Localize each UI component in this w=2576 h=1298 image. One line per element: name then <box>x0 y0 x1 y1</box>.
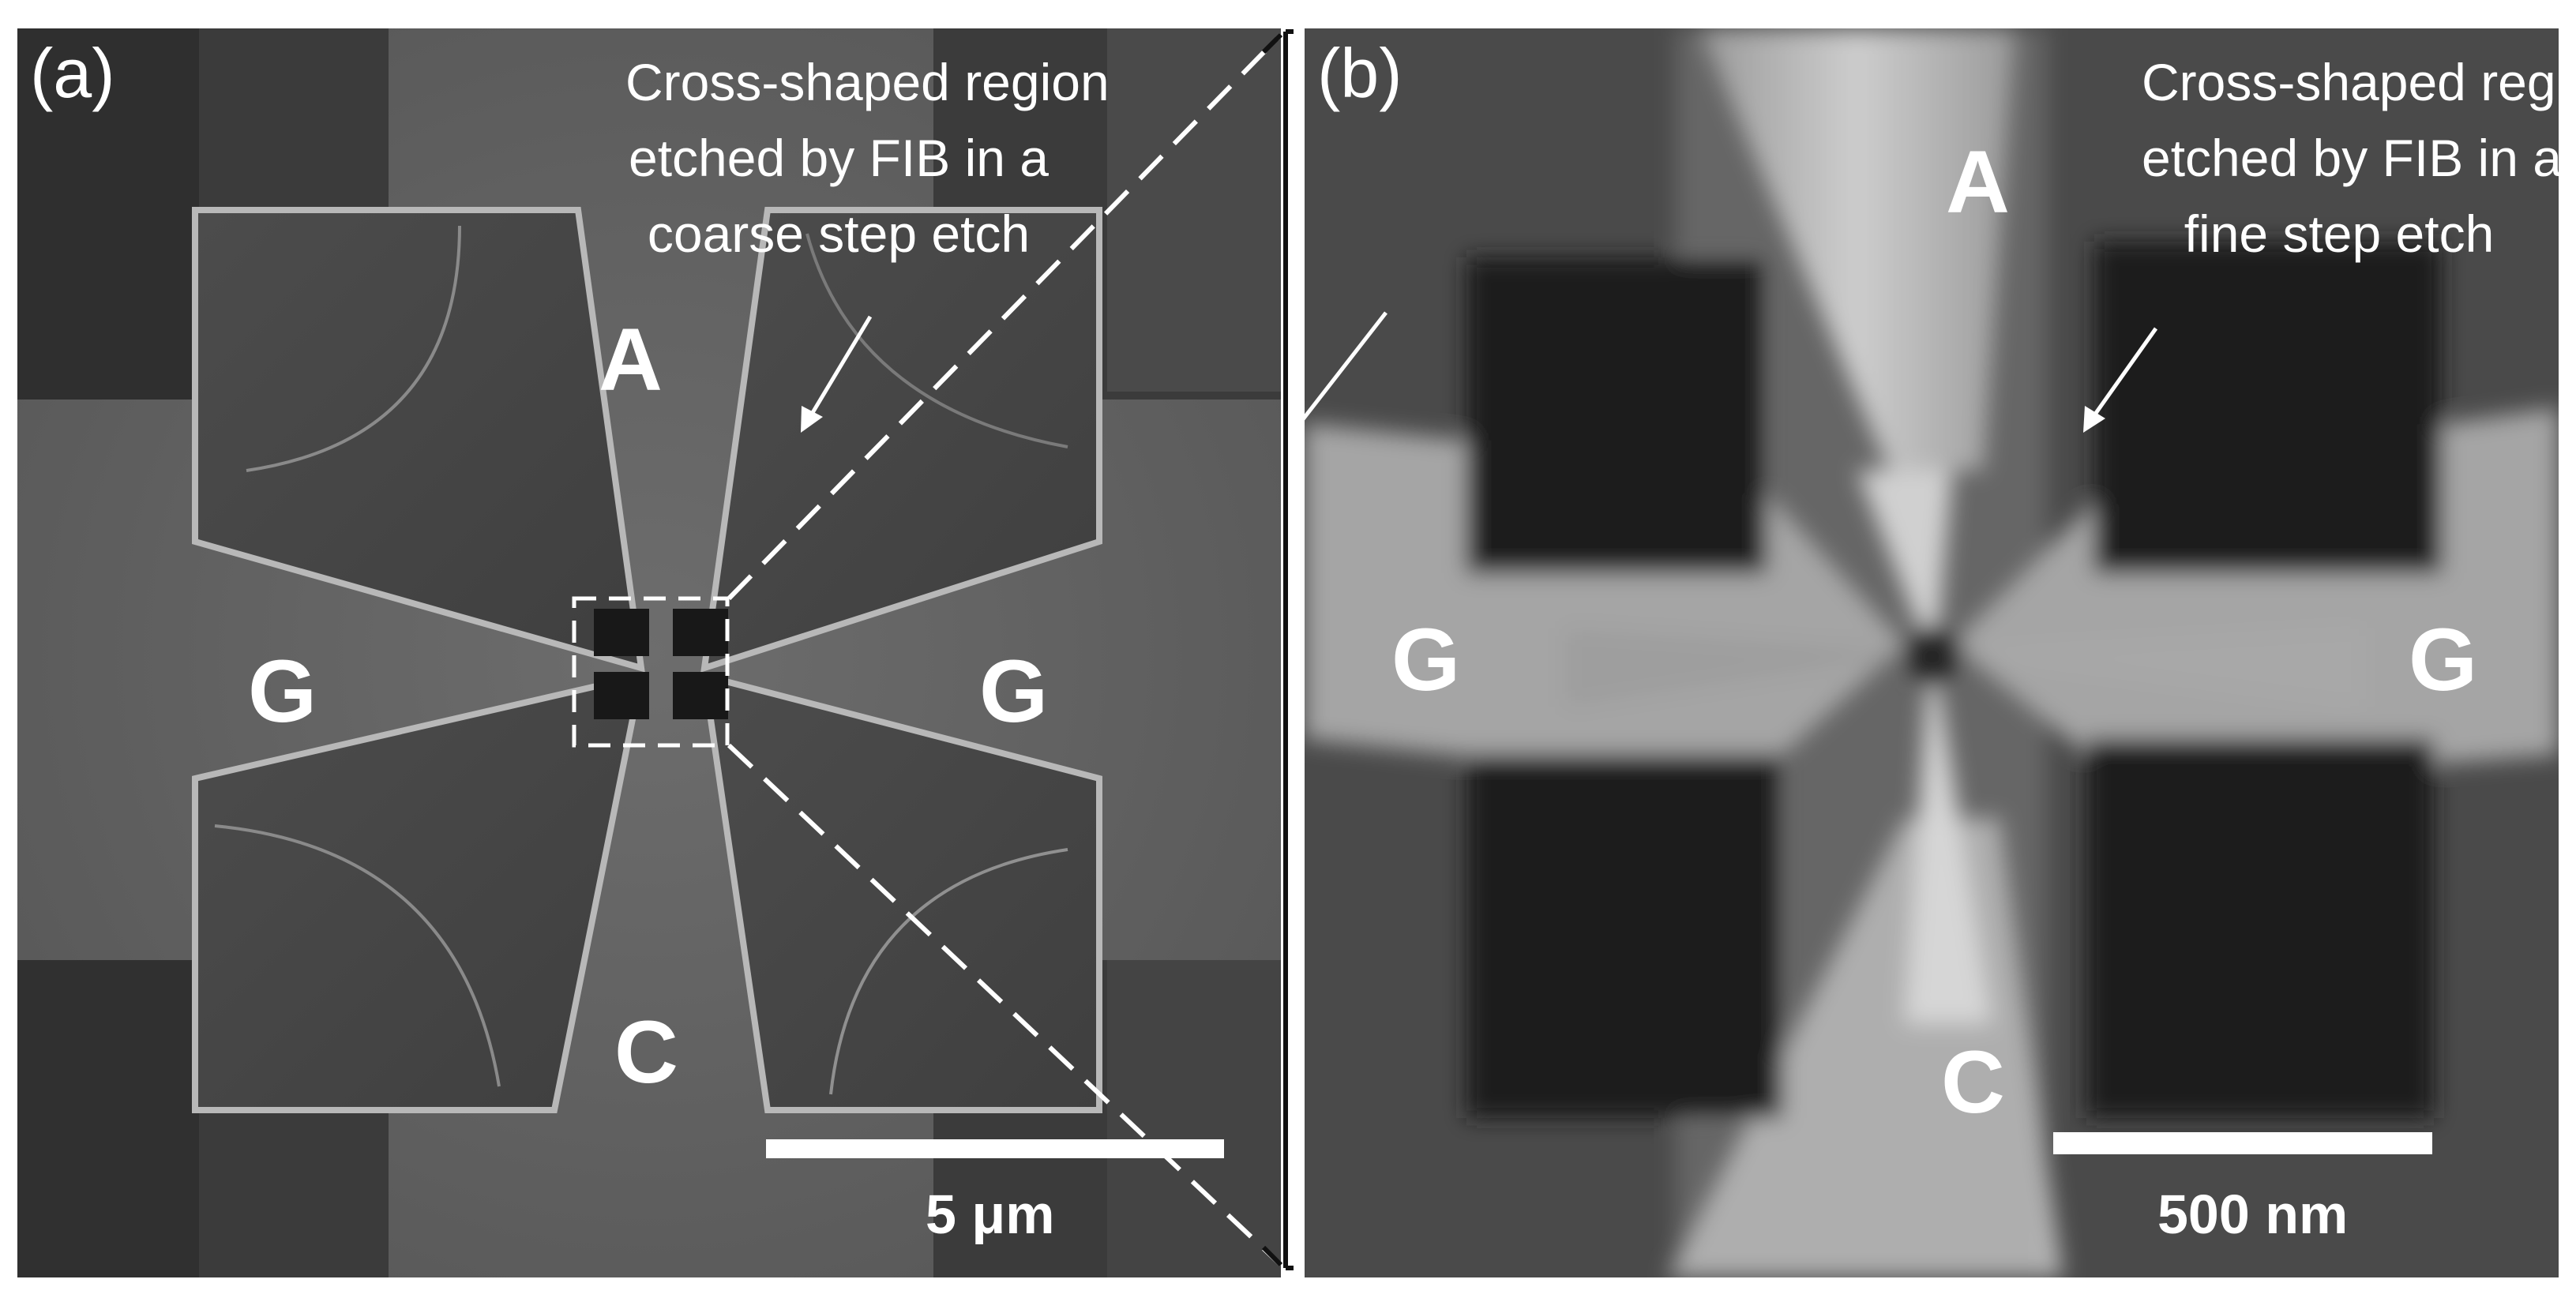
annotation-line-1: Cross-shaped region <box>625 53 1110 111</box>
electrode-label-right: G <box>979 642 1049 741</box>
scale-bar-b <box>2053 1132 2432 1154</box>
panel-label-a: (a) <box>30 34 115 112</box>
electrode-label-top: A <box>599 310 663 409</box>
panel-label-b: (b) <box>1317 34 1403 112</box>
scale-bar-label-a: 5 μm <box>926 1184 1055 1245</box>
annotation-fine-etch: Cross-shaped region etched by FIB in a f… <box>2142 44 2559 272</box>
electrode-label-top: A <box>1946 133 2010 231</box>
annotation-line-3: fine step etch <box>2184 204 2495 263</box>
annotation-line-2: etched by FIB in a <box>2142 129 2559 187</box>
electrode-label-left: G <box>248 642 317 741</box>
electrode-label-left: G <box>1391 610 1461 709</box>
scale-bar-label-b: 500 nm <box>2157 1184 2349 1245</box>
electrode-label-bottom: C <box>614 1003 678 1101</box>
sem-image-coarse <box>17 28 1281 1277</box>
sem-panel-a: (a) A G G C Cross-shaped region etched b… <box>17 28 1281 1277</box>
electrode-label-right: G <box>2409 610 2478 709</box>
annotation-line-1: Cross-shaped region <box>2142 53 2559 111</box>
sem-panel-b: (b) A G G C Cross-shaped region etched b… <box>1305 28 2559 1277</box>
annotation-arrow <box>809 315 873 417</box>
annotation-line-3: coarse step etch <box>647 204 1031 263</box>
annotation-coarse-etch: Cross-shaped region etched by FIB in a c… <box>625 44 1110 272</box>
zoom-region-box <box>572 596 730 748</box>
electrode-label-bottom: C <box>1941 1033 2005 1131</box>
sem-image-fine <box>1305 28 2559 1277</box>
annotation-line-2: etched by FIB in a <box>629 129 1049 187</box>
scale-bar-a <box>766 1139 1224 1158</box>
